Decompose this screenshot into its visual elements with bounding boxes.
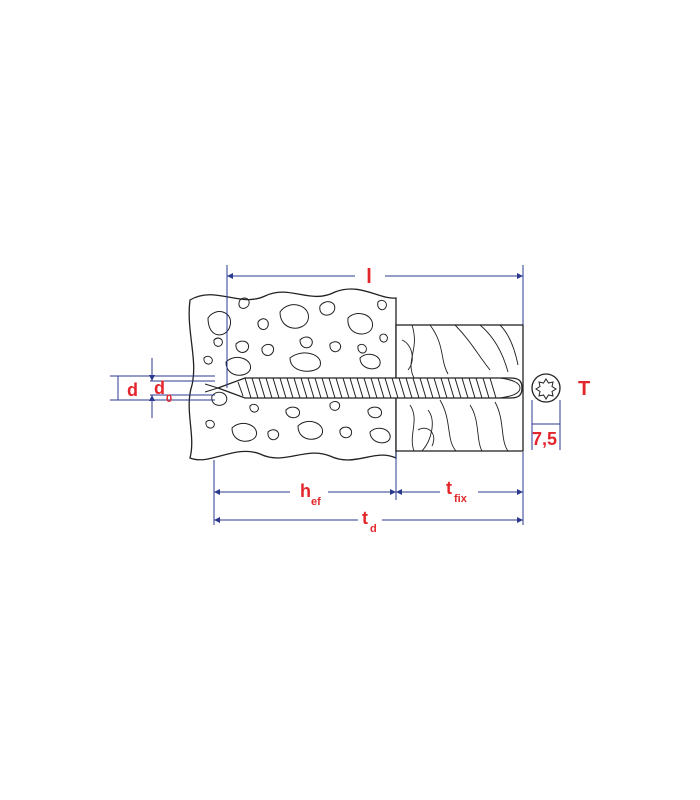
label-hef: h [300, 481, 311, 501]
label-d: d [127, 380, 138, 400]
label-hef-sub: ef [311, 496, 321, 508]
label-d0-sub: 0 [166, 393, 172, 405]
label-td: t [362, 508, 368, 528]
dimension-labels: l d d 0 h ef t fix t d T 7,5 [127, 266, 590, 535]
label-torx-size: T [578, 378, 590, 400]
torx-icon [535, 378, 557, 400]
label-tfix-sub: fix [454, 493, 468, 505]
concrete-block [188, 288, 397, 461]
label-d0: d [154, 378, 165, 398]
dimension-lines [110, 265, 561, 525]
screw [204, 377, 523, 399]
label-head-size: 7,5 [532, 429, 557, 449]
label-l: l [366, 266, 372, 288]
label-tfix: t [446, 478, 452, 498]
torx-head-view [531, 373, 561, 403]
label-td-sub: d [370, 523, 377, 535]
